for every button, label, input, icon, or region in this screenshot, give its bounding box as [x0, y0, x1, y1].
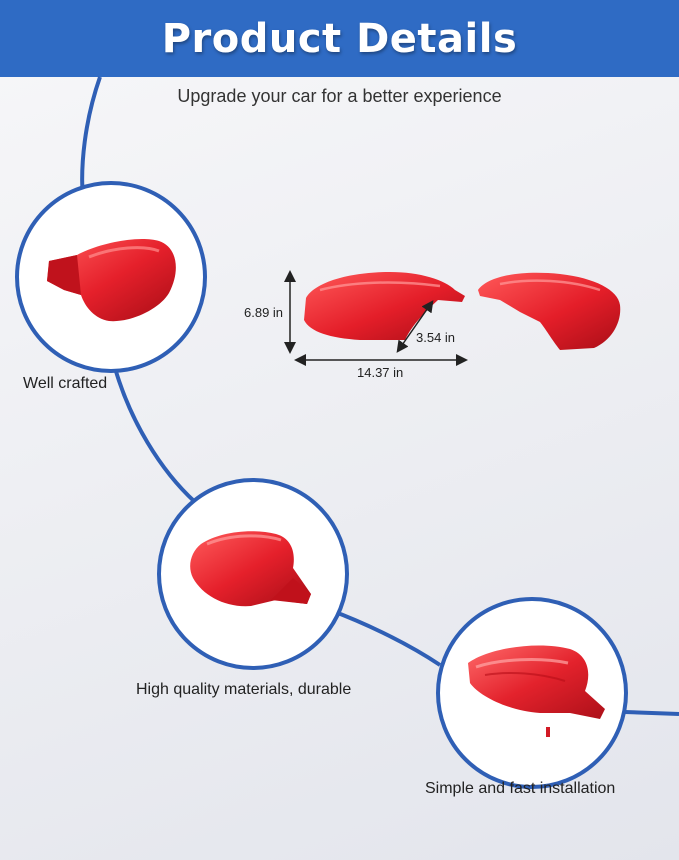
feature-image-well-crafted — [15, 181, 207, 373]
header-banner: Product Details — [0, 0, 679, 77]
feature-image-installation — [436, 597, 628, 789]
mirror-cover-image — [190, 531, 311, 607]
dimension-height-label: 6.89 in — [244, 305, 284, 320]
feature-caption-3: Simple and fast installation — [425, 780, 616, 797]
feature-caption-2: High quality materials, durable — [136, 681, 352, 698]
dimension-depth-label: 3.54 in — [416, 330, 456, 345]
mirror-cover-image — [468, 645, 605, 737]
dimension-width-label: 14.37 in — [357, 365, 404, 380]
page-title: Product Details — [161, 15, 518, 62]
feature-caption-1: Well crafted — [23, 375, 108, 392]
feature-image-durable — [157, 478, 349, 670]
mirror-cover-image — [47, 238, 176, 322]
page-subtitle: Upgrade your car for a better experience — [177, 86, 502, 106]
